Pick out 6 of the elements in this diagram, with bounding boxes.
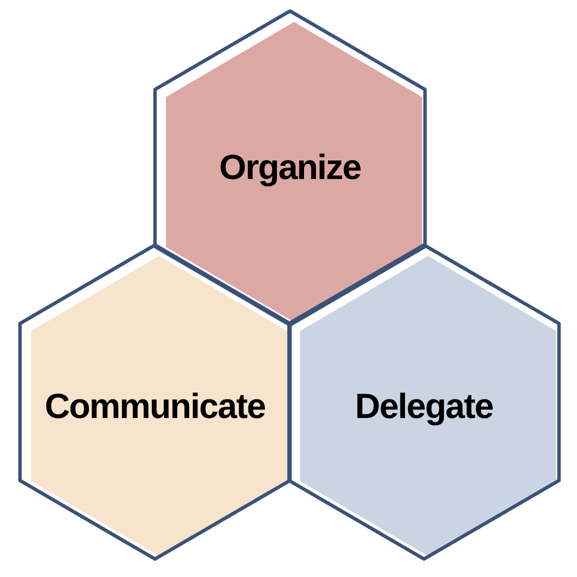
hexagon-label: Organize [218, 148, 362, 188]
hexagon-label: Delegate [354, 387, 494, 427]
hexagon [152, 8, 428, 328]
hexagon [286, 242, 562, 562]
hexagon-label: Communicate [44, 387, 266, 427]
hexagon [17, 242, 293, 562]
